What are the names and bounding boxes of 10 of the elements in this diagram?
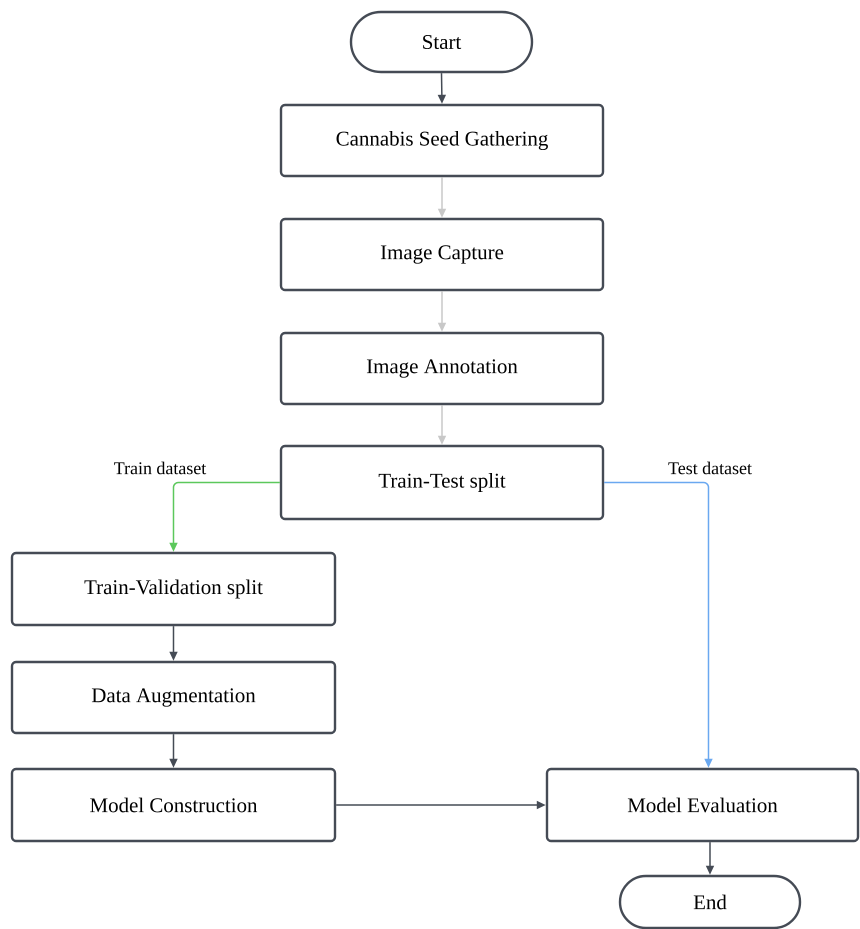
process-box: Train-Test split [280, 444, 604, 520]
process-box: Cannabis Seed Gathering [280, 104, 604, 178]
process-box: Train-Validation split [10, 552, 336, 626]
process-box: Model Construction [10, 768, 336, 842]
process-box: Image Capture [280, 218, 604, 292]
edge-label: Test dataset [667, 460, 753, 476]
process-box: Data Augmentation [10, 660, 336, 734]
process-box: Image Annotation [280, 332, 604, 406]
process-box: Model Evaluation [546, 768, 860, 842]
edge-label: Train dataset [112, 460, 208, 476]
